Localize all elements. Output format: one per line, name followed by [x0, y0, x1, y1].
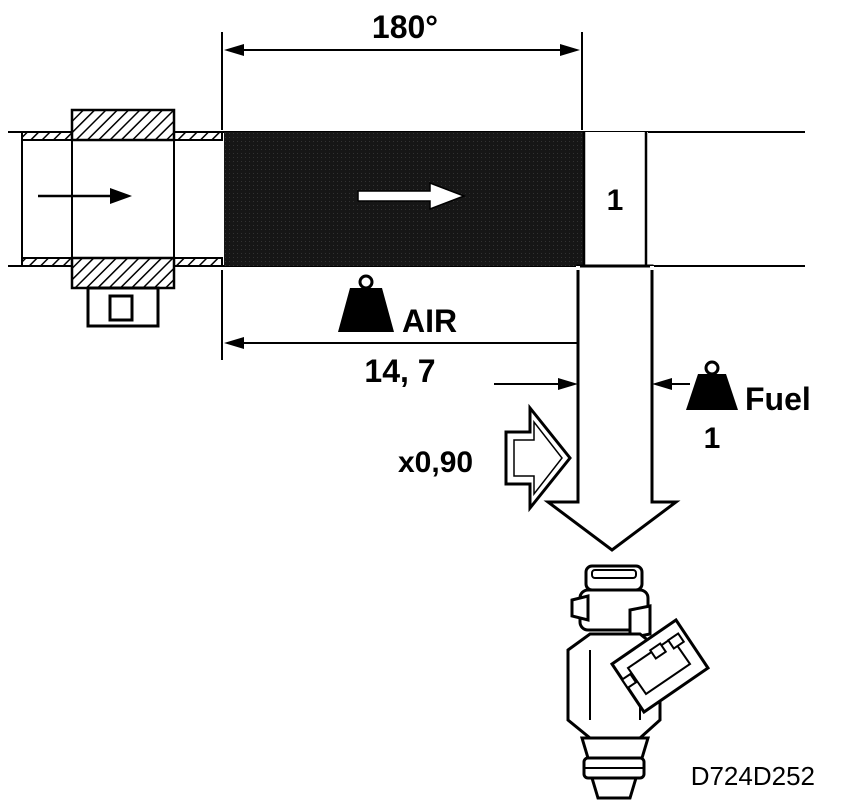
- air-mass-block: [224, 132, 584, 266]
- fuel-label: Fuel: [745, 381, 811, 417]
- air-flow-sensor: [38, 108, 176, 328]
- angle-dimension: 180°: [221, 9, 583, 130]
- fuel-weight: Fuel 1: [686, 360, 811, 455]
- correction-arrow-icon: [504, 403, 572, 513]
- air-weight: AIR: [338, 274, 457, 339]
- correction-label: x0,90: [398, 446, 473, 479]
- air-label: AIR: [402, 303, 457, 339]
- air-ratio-label: 14, 7: [364, 353, 435, 389]
- air-flow-arrow-icon: [357, 181, 467, 211]
- drawing-code: D724D252: [691, 761, 815, 791]
- fuel-ratio-label: 1: [704, 422, 721, 455]
- weight-icon: [686, 360, 738, 410]
- angle-label: 180°: [372, 9, 438, 45]
- correction-factor: x0,90: [398, 403, 572, 513]
- cell-number-label: 1: [607, 184, 624, 217]
- weight-icon: [338, 274, 394, 332]
- fuel-flow-arrow: [543, 264, 681, 552]
- flow-arrow-icon: [110, 188, 132, 204]
- fuel-injector-icon: [566, 564, 711, 800]
- fuel-cell: 1: [582, 132, 648, 266]
- fuel-width-indicator: [494, 378, 690, 390]
